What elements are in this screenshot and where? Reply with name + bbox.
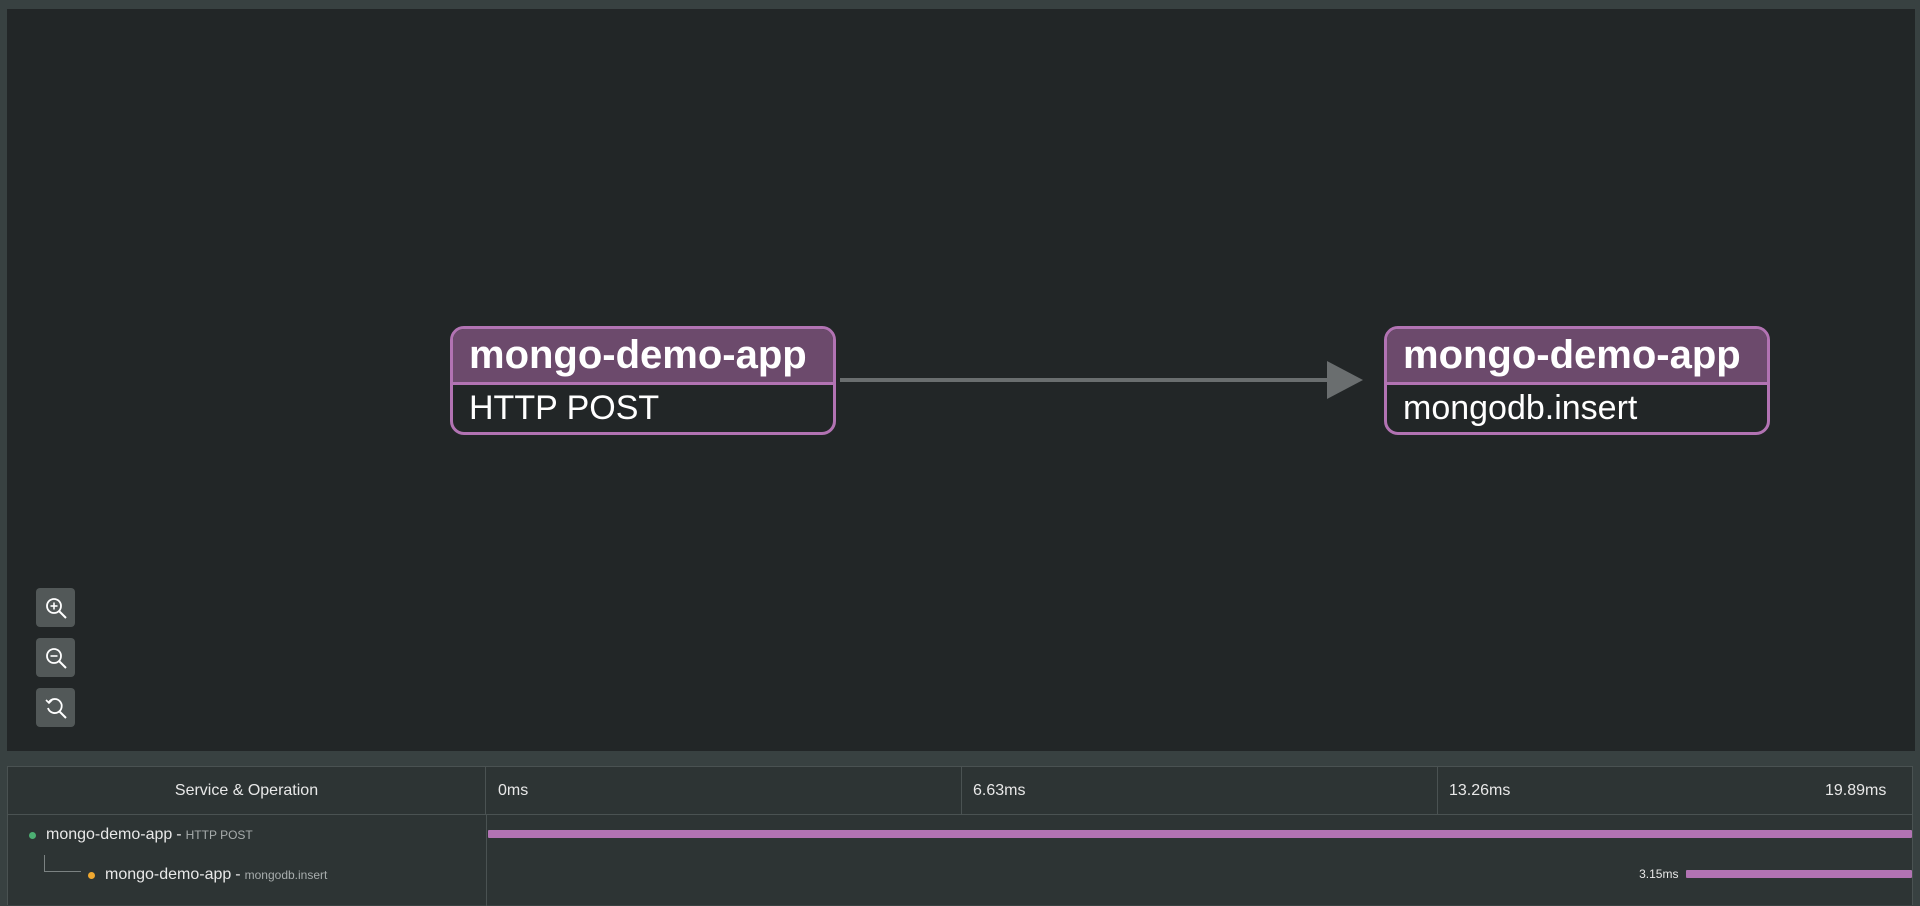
timeline-header: Service & Operation 0ms 6.63ms 13.26ms 1… <box>8 767 1912 815</box>
tick-label: 0ms <box>498 782 529 799</box>
tick-label: 13.26ms <box>1449 782 1511 799</box>
span-service: mongo-demo-app <box>105 866 232 883</box>
reset-zoom-button[interactable] <box>36 688 75 727</box>
span-bar[interactable] <box>488 830 1912 838</box>
span-row-http-post[interactable]: mongo-demo-app - HTTP POST <box>29 815 253 855</box>
span-row-mongodb-insert[interactable]: mongo-demo-app - mongodb.insert <box>88 855 327 895</box>
span-duration-label: 3.15ms <box>1639 867 1679 881</box>
span-bar[interactable] <box>1686 870 1912 878</box>
zoom-in-button[interactable] <box>36 588 75 627</box>
status-dot <box>29 831 36 839</box>
zoom-in-icon <box>45 597 67 619</box>
tick-divider <box>1437 767 1438 815</box>
tick-divider <box>961 767 962 815</box>
graph-edge <box>840 361 1363 399</box>
span-separator: - <box>176 826 182 843</box>
span-service: mongo-demo-app <box>46 826 173 843</box>
node-operation-name: mongodb.insert <box>1403 389 1638 427</box>
span-operation: mongodb.insert <box>244 868 328 882</box>
tick-label: 6.63ms <box>973 782 1026 799</box>
node-service-name: mongo-demo-app <box>1387 329 1767 385</box>
column-divider <box>486 815 487 906</box>
tick-label: 19.89ms <box>1825 782 1887 799</box>
reset-zoom-icon <box>44 697 67 719</box>
node-operation-name: HTTP POST <box>469 389 660 427</box>
zoom-out-icon <box>45 647 67 669</box>
trace-timeline-panel: Service & Operation 0ms 6.63ms 13.26ms 1… <box>7 766 1913 906</box>
span-operation: HTTP POST <box>185 828 253 842</box>
zoom-out-button[interactable] <box>36 638 75 677</box>
status-dot <box>88 871 95 879</box>
span-separator: - <box>235 866 241 883</box>
graph-node-http-post[interactable]: mongo-demo-app HTTP POST <box>450 326 836 435</box>
tree-connector <box>44 855 81 872</box>
service-operation-header[interactable]: Service & Operation <box>8 767 486 815</box>
node-service-name: mongo-demo-app <box>453 329 833 385</box>
graph-node-mongodb-insert[interactable]: mongo-demo-app mongodb.insert <box>1384 326 1770 435</box>
trace-graph-panel[interactable]: mongo-demo-app HTTP POST mongo-demo-app … <box>7 9 1915 751</box>
